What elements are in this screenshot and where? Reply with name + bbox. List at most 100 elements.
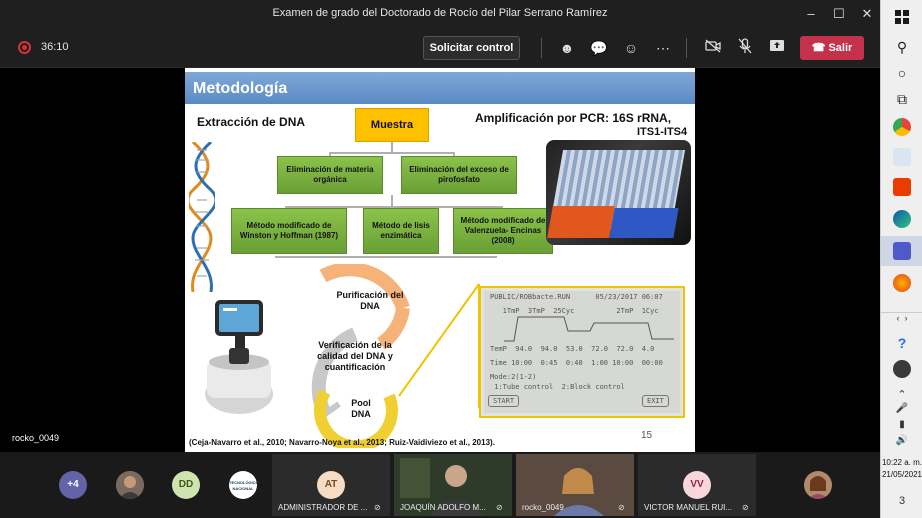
participant-at-avatar: AT (317, 471, 345, 499)
participant-joaquin-name: JOAQUÍN ADOLFO M... (400, 503, 486, 512)
cortana-icon[interactable]: ○ (897, 65, 907, 81)
spectrophotometer-image (205, 300, 273, 414)
leave-button[interactable]: ☎ Salir (800, 36, 864, 60)
task-view-icon[interactable]: ⧉ (897, 91, 907, 107)
participants-strip: +4 DD TECNOLÓGICO NACIONAL AT ADMINISTRA… (0, 452, 880, 518)
pool-dna-label: Pool DNA (351, 398, 371, 419)
more-participants-badge[interactable]: +4 (59, 471, 87, 499)
connector-line (453, 152, 455, 158)
slide-references: (Ceja-Navarro et al., 2010; Navarro-Noya… (189, 438, 495, 447)
verification-label: Verificación de la calidad del DNA y cua… (317, 340, 393, 372)
reactions-icon[interactable]: ☺ (623, 40, 639, 56)
windows-taskbar: ⚲ ○ ⧉ ‹ › ? ⌃ 🎤 ▮ 🔊 10:22 a. m. 21/05/20… (880, 0, 922, 518)
dna-extraction-heading: Extracción de DNA (197, 115, 306, 129)
mic-off-icon[interactable] (735, 38, 755, 58)
slide-page-number: 15 (641, 430, 653, 441)
toolbar-divider (541, 38, 542, 58)
clock-date[interactable]: 21/05/2021 (881, 470, 922, 479)
close-icon[interactable]: ✕ (861, 6, 873, 21)
connector-line (285, 206, 503, 208)
firefox-icon[interactable] (893, 274, 911, 292)
windows-start-icon[interactable] (891, 8, 913, 30)
shared-slide: Metodología Extracción de DNA Muestra Am… (185, 68, 695, 452)
participant-photo-avatar[interactable] (804, 471, 832, 499)
app-icon[interactable] (893, 360, 911, 378)
presenter-name: rocko_0049 (12, 433, 60, 443)
pcr-heading-line2: ITS1-ITS4 (637, 126, 688, 138)
pcr-blue-block (609, 208, 679, 238)
method-enzymatic-box: Método de lisis enzimática (363, 208, 439, 254)
participant-dd-avatar[interactable]: DD (172, 471, 200, 499)
title-bar: Examen de grado del Doctorado de Rocío d… (0, 0, 880, 28)
minimize-icon[interactable]: – (807, 6, 815, 21)
meeting-toolbar: 36:10 Solicitar control ☻ 💬 ☺ ⋯ ☎ Salir (0, 28, 880, 68)
participant-video-rocko[interactable]: rocko_0049 ⊘ (516, 454, 634, 516)
teams-icon[interactable] (893, 242, 911, 260)
connector-line (391, 195, 393, 209)
search-icon[interactable]: ⚲ (896, 39, 908, 55)
pcr-heading-line1: Amplificación por PCR: 16S rRNA, (475, 111, 672, 125)
participant-video-feed (394, 454, 512, 516)
edge-icon[interactable] (893, 210, 911, 228)
thermocycler-display: PUBLIC/ROBbacte.RUN 05/23/2017 06:07 1Tm… (484, 291, 680, 413)
lcd-start-button: START (488, 395, 520, 407)
mic-off-icon: ⊘ (742, 503, 749, 512)
participants-icon[interactable]: ☻ (559, 40, 575, 56)
pcr-plate-image (546, 140, 691, 245)
help-icon[interactable]: ? (897, 335, 907, 351)
participant-at-name: ADMINISTRADOR DE ... (278, 503, 368, 512)
lcd-line-7: Mode:2(1-2) (490, 373, 537, 381)
participant-photo-avatar[interactable] (116, 471, 144, 499)
chat-icon[interactable]: 💬 (590, 40, 608, 56)
maximize-icon[interactable]: ☐ (833, 6, 845, 21)
chevron-up-icon[interactable]: ⌃ (897, 389, 907, 401)
pyrophosphate-box: Eliminación del exceso de pirofosfato (401, 156, 517, 194)
mic-off-icon: ⊘ (496, 503, 503, 512)
organic-matter-box: Eliminación de materia orgánica (277, 156, 383, 194)
participant-tile-vv[interactable]: VV VICTOR MANUEL RUI... ⊘ (638, 454, 756, 516)
participant-tile-at[interactable]: AT ADMINISTRADOR DE ... ⊘ (272, 454, 390, 516)
lcd-exit-button: EXIT (642, 395, 669, 407)
camera-off-icon[interactable] (703, 38, 723, 58)
callout-lines (398, 283, 480, 408)
window-title: Examen de grado del Doctorado de Rocío d… (272, 7, 608, 19)
notifications-icon[interactable]: 3 (891, 490, 913, 512)
mic-off-icon: ⊘ (618, 503, 625, 512)
lcd-line-1: PUBLIC/ROBbacte.RUN 05/23/2017 06:07 (490, 293, 663, 301)
meeting-timer: 36:10 (41, 41, 69, 53)
participant-video-joaquin[interactable]: JOAQUÍN ADOLFO M... ⊘ (394, 454, 512, 516)
participant-video-feed (516, 454, 634, 516)
toolbar-divider (686, 38, 687, 58)
clock-time[interactable]: 10:22 a. m. (881, 458, 922, 467)
dna-helix-image (189, 142, 215, 292)
thermocycler-screen-image: PUBLIC/ROBbacte.RUN 05/23/2017 06:07 1Tm… (479, 286, 685, 418)
slide-title: Metodología (193, 80, 288, 97)
app-icon[interactable] (893, 148, 911, 166)
purification-label: Purificación del DNA (336, 290, 404, 311)
microphone-icon[interactable]: 🎤 (895, 403, 909, 414)
participant-vv-name: VICTOR MANUEL RUI... (644, 503, 733, 512)
chrome-icon[interactable] (893, 118, 911, 136)
volume-icon[interactable]: 🔊 (895, 435, 909, 446)
share-screen-icon[interactable] (767, 38, 787, 58)
slide-header-bar: Metodología (185, 72, 695, 104)
connector-line (275, 256, 497, 258)
method-valenzuela-box: Método modificado de Valenzuela- Encinas… (453, 208, 553, 254)
recording-icon (18, 41, 31, 54)
request-control-button[interactable]: Solicitar control (423, 36, 520, 60)
tecnologico-logo-avatar[interactable]: TECNOLÓGICO NACIONAL (229, 471, 259, 499)
lcd-line-2: 1TmP 3TmP 25Cyc 2TmP 1Cyc (490, 307, 659, 315)
lcd-line-6: Time 10:00 0:45 0:40 1:00 10:00 00:00 (490, 359, 663, 367)
sample-box: Muestra (355, 108, 429, 142)
process-cycle-diagram (311, 264, 410, 448)
taskbar-scroll-controls[interactable]: ‹ › (881, 312, 922, 326)
office-icon[interactable] (893, 178, 911, 196)
connector-line (329, 152, 454, 154)
more-options-icon[interactable]: ⋯ (656, 40, 670, 56)
leave-label: Salir (828, 42, 853, 54)
lcd-line-5: TemP 94.0 94.0 53.0 72.0 72.0 4.0 (490, 345, 655, 353)
temperature-profile (504, 316, 674, 342)
connector-line (329, 152, 331, 158)
battery-icon[interactable]: ▮ (899, 419, 905, 430)
participant-rocko-name: rocko_0049 (522, 503, 564, 512)
